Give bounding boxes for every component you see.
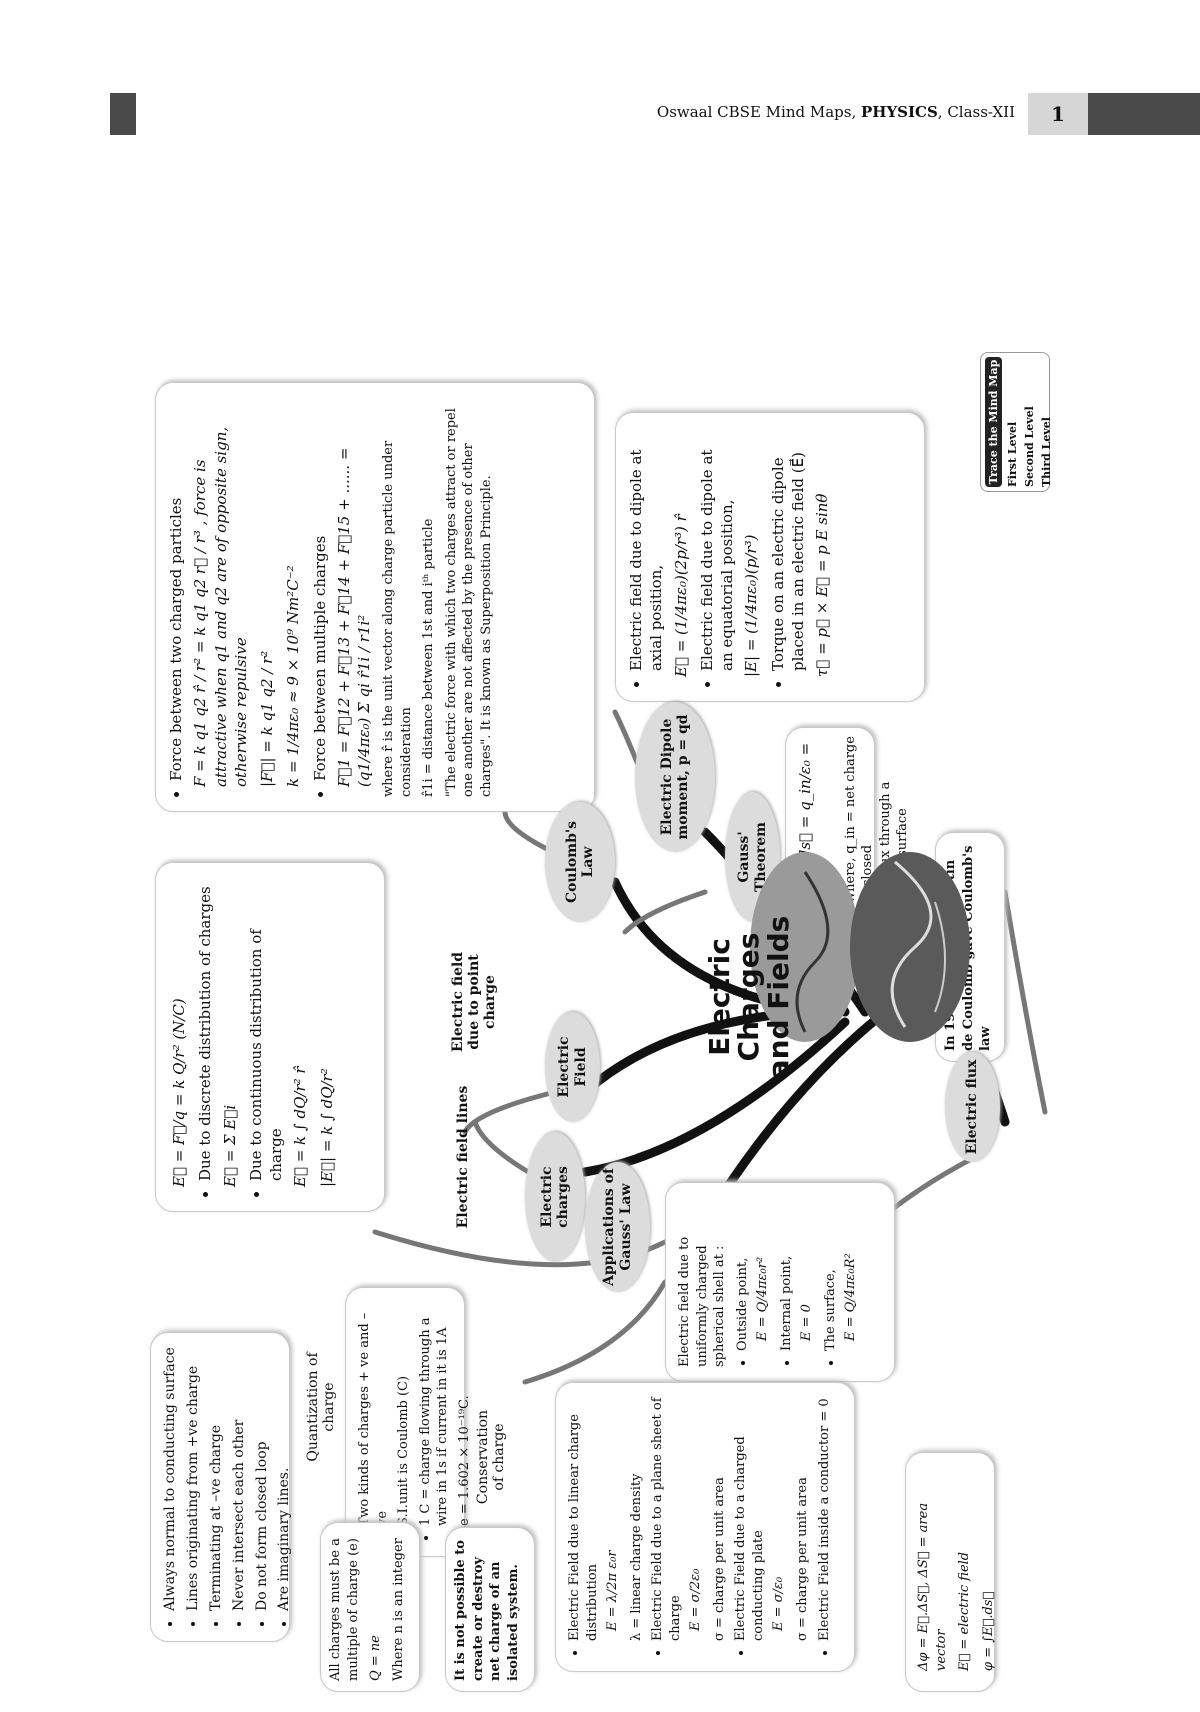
- application-item: Electric Field due to linear charge dist…: [566, 1397, 645, 1641]
- coulomb-law-box: Force between two charged particles F = …: [155, 382, 595, 812]
- coulomb-magnitude: |F⃗| = k q1 q2 / r²: [257, 397, 277, 787]
- dipole-axial-equation: E⃗ = (1/4πε₀)(2p/r³) r̂: [671, 427, 691, 677]
- legend-third-level: Third Level: [1040, 357, 1053, 487]
- gauss-applications-box: Electric Field due to linear charge dist…: [555, 1382, 855, 1672]
- node-electric-dipole: Electric Dipole moment, p = qd: [635, 702, 715, 852]
- mind-map-stage: Force between two charged particles F = …: [145, 312, 1055, 1712]
- central-topic: Electric Charges and Fields: [705, 882, 793, 1112]
- field-line-property: Lines originating from +ve charge: [184, 1347, 203, 1611]
- legend: Trace the Mind Map First Level Second Le…: [980, 352, 1050, 492]
- shell-title: Electric field due to uniformly charged …: [676, 1197, 729, 1367]
- dipole-box: Electric field due to dipole at axial po…: [615, 412, 925, 702]
- superposition-equation: F⃗1 = F⃗12 + F⃗13 + F⃗14 + F⃗15 + ......…: [334, 397, 375, 787]
- dipole-equatorial-equation: |E| = (1/4πε₀)(p/r³): [741, 427, 761, 677]
- header-title: Oswaal CBSE Mind Maps, PHYSICS, Class-XI…: [560, 103, 1015, 121]
- dipole-bullet: Electric field due to dipole at an equat…: [697, 427, 738, 671]
- field-continuous-magnitude: |E⃗| = k ∫ dQ/r²: [317, 877, 337, 1187]
- coulomb-constant: k = 1/4πε₀ ≈ 9 × 10⁹ Nm²C⁻²: [283, 397, 303, 787]
- flux-field-note: E⃗ = electric field: [956, 1463, 974, 1671]
- application-item: Electric Field due to a plane sheet of c…: [649, 1397, 728, 1641]
- quantization-equation: Q = ne: [367, 1533, 385, 1681]
- label-conservation: Conservation of charge: [475, 1402, 507, 1512]
- field-definition: E⃗ = F⃗/q = k Q/r² (N/C): [169, 877, 189, 1187]
- node-electric-charges: Electric charges: [525, 1132, 585, 1262]
- field-line-property: Terminating at –ve charge: [207, 1347, 226, 1611]
- mind-map: Force between two charged particles F = …: [0, 140, 1200, 1650]
- dipole-bullet: Torque on an electric dipole placed in a…: [768, 427, 809, 671]
- electric-flux-box: Δφ = E⃗.ΔS⃗, ΔS⃗ = area vector E⃗ = elec…: [905, 1452, 995, 1692]
- spherical-shell-box: Electric field due to uniformly charged …: [665, 1182, 895, 1382]
- shell-case: The surface,E = Q/4πε₀R²: [822, 1197, 860, 1351]
- coulomb-bullet: Force between multiple charges: [310, 397, 330, 781]
- charge-fact: 1 C = charge flowing through a wire in 1…: [417, 1302, 452, 1526]
- field-bullet: Due to discrete distribution of charges: [195, 877, 215, 1181]
- field-continuous: E⃗ = k ∫ dQ/r² r̂: [290, 877, 310, 1187]
- field-discrete: E⃗ = Σ E⃗i: [220, 877, 240, 1187]
- charge-fact: Two kinds of charges + ve and – ve: [356, 1302, 391, 1526]
- field-line-property: Always normal to conducting surface: [161, 1347, 180, 1611]
- coulomb-equation: F = k q1 q2 r̂ / r² = k q1 q2 r⃗ / r³ , …: [190, 397, 251, 787]
- shell-case: Outside point,E = Q/4πε₀r²: [734, 1197, 772, 1351]
- legend-second-level: Second Level: [1023, 357, 1036, 487]
- field-lines-box: Always normal to conducting surface Line…: [150, 1332, 290, 1642]
- quantization-note: Where n is an integer: [390, 1533, 408, 1681]
- coulomb-bullet: Force between two charged particles: [166, 397, 186, 781]
- label-quantization: Quantization of charge: [305, 1332, 337, 1482]
- charges-box: Two kinds of charges + ve and – ve S.I.u…: [345, 1287, 465, 1557]
- dipole-torque-equation: τ⃗ = p⃗ × E⃗ = p E sinθ: [812, 427, 832, 677]
- node-electric-field: Electric Field: [545, 1012, 600, 1122]
- page-header: Oswaal CBSE Mind Maps, PHYSICS, Class-XI…: [0, 0, 1200, 140]
- electric-field-box: E⃗ = F⃗/q = k Q/r² (N/C) Due to discrete…: [155, 862, 385, 1212]
- page-number: 1: [1028, 93, 1088, 135]
- charge-fact: S.I.unit is Coulomb (C): [395, 1302, 413, 1526]
- node-applications-gauss: Applications of Gauss' Law: [585, 1162, 650, 1292]
- application-item: Electric Field inside a conductor = 0: [816, 1397, 834, 1641]
- shell-case: Internal point,E = 0: [778, 1197, 816, 1351]
- unit-vector-note: where r̂ is the unit vector along charge…: [380, 397, 415, 797]
- field-line-property: Never intersect each other: [230, 1347, 249, 1611]
- application-item: Electric Field due to a charged conducti…: [732, 1397, 811, 1641]
- flux-equation: Δφ = E⃗.ΔS⃗, ΔS⃗ = area vector: [915, 1463, 950, 1671]
- node-coulombs-law: Coulomb's Law: [545, 802, 615, 922]
- field-line-property: Do not form closed loop: [253, 1347, 272, 1611]
- header-left-bar: [110, 93, 136, 135]
- field-bullet: Due to continuous distribution of charge: [246, 877, 287, 1181]
- conservation-box: It is not possible to create or destroy …: [445, 1527, 535, 1692]
- label-field-lines: Electric field lines: [455, 1082, 471, 1232]
- legend-title: Trace the Mind Map: [985, 357, 1002, 487]
- dipole-bullet: Electric field due to dipole at axial po…: [626, 427, 667, 671]
- distance-note: r̂1i = distance between 1st and iᵗʰ part…: [420, 397, 438, 797]
- quantization-text: All charges must be a multiple of charge…: [327, 1533, 362, 1681]
- header-right-bar: [1088, 93, 1200, 135]
- charge-fact: e = 1.602 × 10⁻¹⁹C.: [456, 1302, 474, 1526]
- node-electric-flux: Electric flux: [945, 1052, 1000, 1162]
- flux-integral: φ = ∫E⃗.ds⃗: [980, 1463, 998, 1671]
- quantization-box: All charges must be a multiple of charge…: [320, 1522, 420, 1692]
- label-field-point-charge: Electric field due to point charge: [450, 942, 498, 1062]
- superposition-quote: "The electric force with which two charg…: [443, 397, 496, 797]
- legend-first-level: First Level: [1006, 357, 1019, 487]
- field-line-property: Are imaginary lines.: [275, 1347, 294, 1611]
